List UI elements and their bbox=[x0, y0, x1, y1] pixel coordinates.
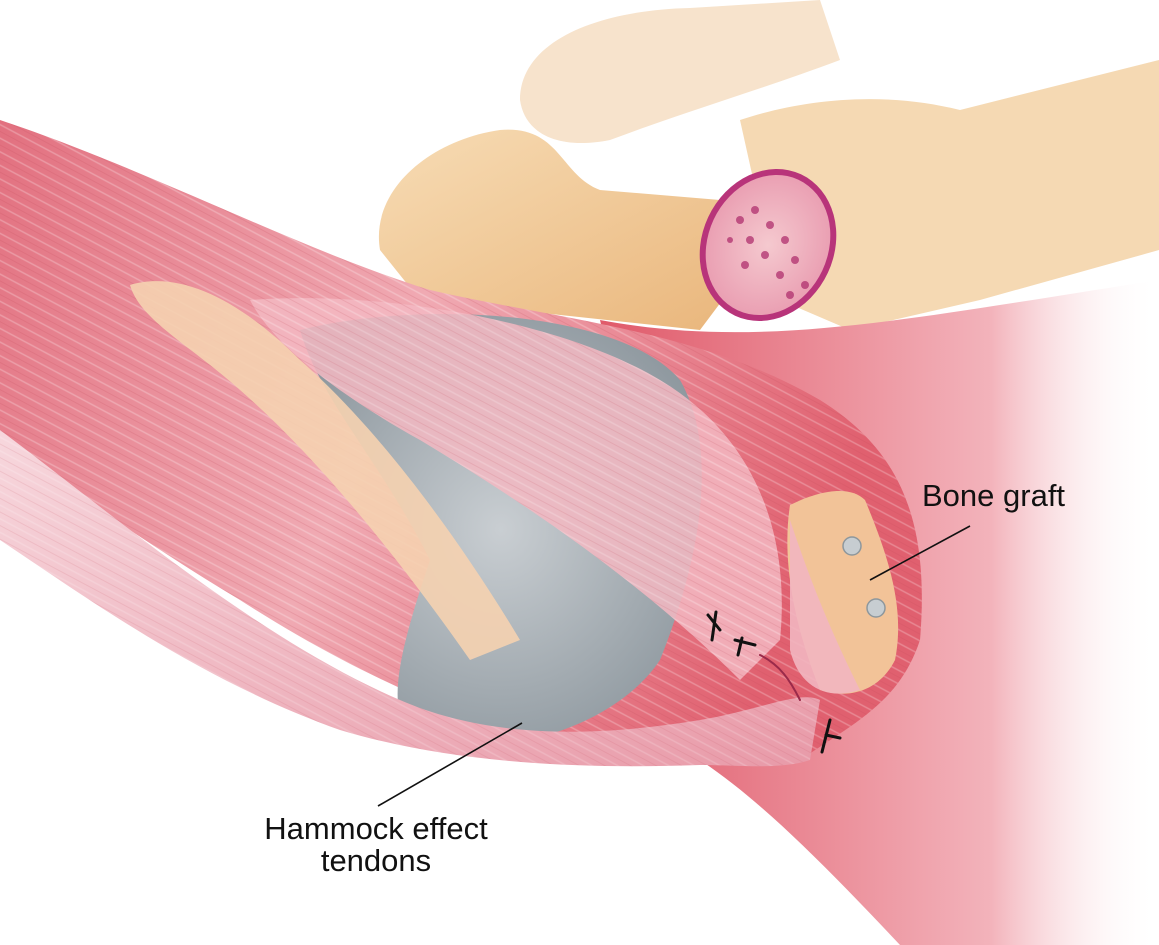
hammock-label-line2: tendons bbox=[320, 843, 432, 878]
hammock-leader-line bbox=[377, 722, 523, 807]
suture-icon bbox=[706, 610, 842, 754]
hammock-label-line1: Hammock effect bbox=[264, 811, 488, 846]
bone-graft bbox=[787, 490, 899, 694]
coracoid-process bbox=[378, 0, 1159, 330]
cut-bone-cross-section bbox=[699, 169, 837, 321]
bone-graft-label: Bone graft bbox=[922, 478, 1066, 513]
hammock-tendons-label: Hammock effect tendons bbox=[243, 813, 509, 877]
screw-icon bbox=[842, 536, 862, 556]
bone-graft-leader-line bbox=[869, 525, 971, 581]
scapula-edge bbox=[130, 281, 520, 660]
screw-icon bbox=[866, 598, 886, 618]
